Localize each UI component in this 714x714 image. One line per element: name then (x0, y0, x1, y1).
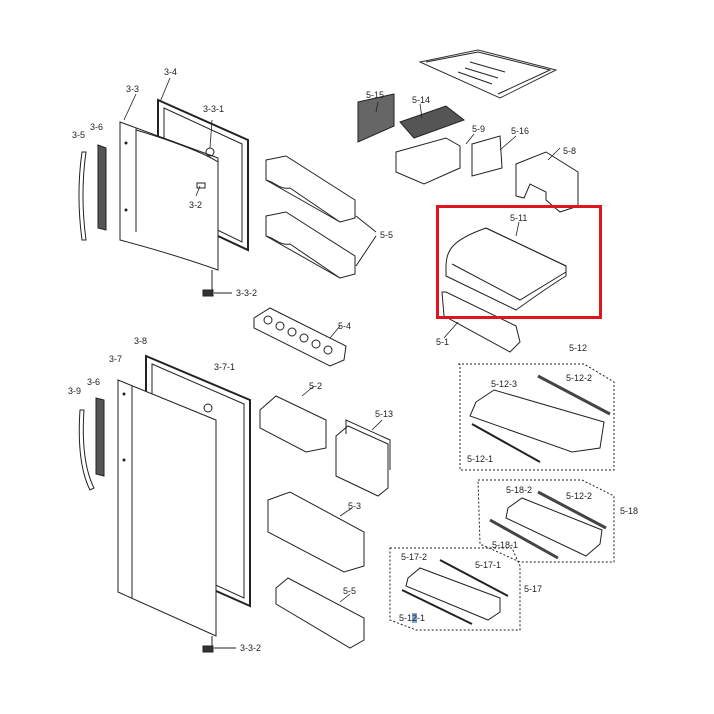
label-5-3[interactable]: 5-3 (348, 501, 362, 511)
label-3-3-2-upper[interactable]: 3-3-2 (236, 288, 258, 298)
label-5-5-lower[interactable]: 5-5 (343, 586, 357, 596)
label-3-7-1[interactable]: 3-7-1 (214, 362, 236, 372)
label-5-12-1-b-suffix: -1 (417, 613, 426, 623)
label-5-11[interactable]: 5-11 (510, 213, 528, 223)
label-5-18-1[interactable]: 5-18-1 (492, 540, 519, 550)
label-5-17-1[interactable]: 5-17-1 (475, 560, 502, 570)
top-shelf-glass (418, 49, 558, 99)
label-3-7[interactable]: 3-7 (109, 354, 123, 364)
label-5-12-2-b[interactable]: 5-12-2 (566, 491, 593, 501)
label-5-12-3[interactable]: 5-12-3 (491, 379, 518, 389)
label-5-18[interactable]: 5-18 (620, 506, 639, 516)
label-5-9[interactable]: 5-9 (472, 124, 486, 134)
label-5-2[interactable]: 5-2 (309, 381, 323, 391)
door-bin-5-5-upper (265, 155, 377, 279)
label-5-17-2[interactable]: 5-17-2 (401, 552, 428, 562)
group-5-12-outline (458, 363, 615, 471)
label-3-6-lower[interactable]: 3-6 (87, 377, 101, 387)
label-3-5-upper[interactable]: 3-5 (72, 130, 86, 140)
label-3-2[interactable]: 3-2 (189, 200, 203, 210)
label-5-17[interactable]: 5-17 (524, 584, 543, 594)
label-5-13[interactable]: 5-13 (375, 409, 394, 419)
group-5-17-outline (389, 547, 521, 631)
label-3-3-1[interactable]: 3-3-1 (203, 104, 225, 114)
label-3-6-upper[interactable]: 3-6 (90, 122, 104, 132)
label-5-16[interactable]: 5-16 (511, 126, 530, 136)
label-5-15[interactable]: 5-15 (366, 90, 385, 100)
label-3-3-2-lower[interactable]: 3-3-2 (240, 643, 262, 653)
label-3-9[interactable]: 3-9 (68, 386, 82, 396)
group-5-18-outline (477, 479, 615, 563)
label-5-12-1-b[interactable]: 5-12-1 (399, 613, 425, 623)
upper-door-3-3 (119, 121, 219, 271)
label-5-14[interactable]: 5-14 (412, 95, 431, 105)
label-5-18-2[interactable]: 5-18-2 (506, 485, 533, 495)
label-5-1[interactable]: 5-1 (436, 337, 450, 347)
crisper-tray-5-11 (445, 227, 567, 311)
text-selection-highlight: 2 (412, 613, 418, 623)
label-3-8[interactable]: 3-8 (134, 336, 148, 346)
label-3-4[interactable]: 3-4 (164, 67, 178, 77)
label-5-12[interactable]: 5-12 (569, 343, 588, 353)
highlight-box-5-11[interactable] (436, 205, 602, 319)
label-5-12-1-a[interactable]: 5-12-1 (467, 454, 494, 464)
label-5-5-upper[interactable]: 5-5 (380, 230, 394, 240)
label-5-12-1-b-prefix: 5-1 (399, 613, 413, 623)
label-3-3[interactable]: 3-3 (126, 84, 140, 94)
label-5-12-2-a[interactable]: 5-12-2 (566, 373, 593, 383)
label-5-8[interactable]: 5-8 (563, 146, 577, 156)
label-5-4[interactable]: 5-4 (338, 321, 352, 331)
